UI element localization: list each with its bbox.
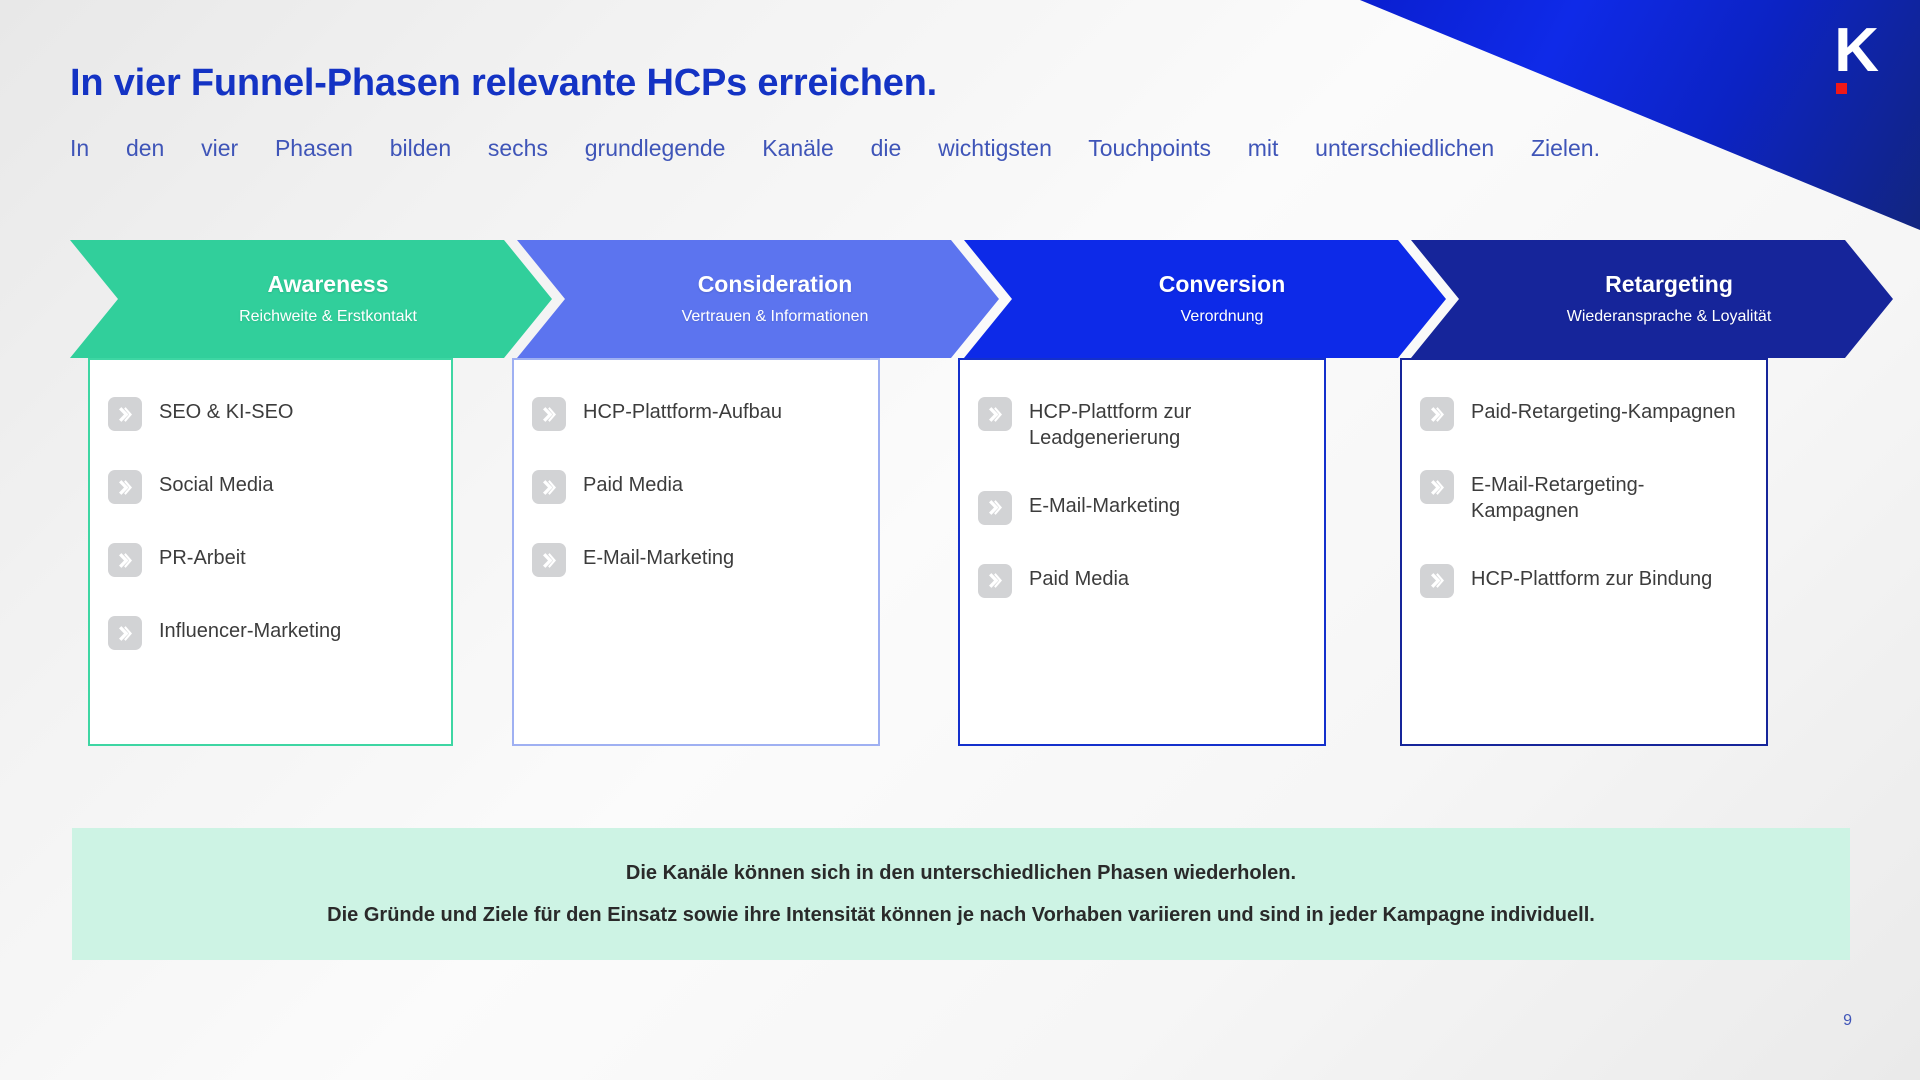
channel-row[interactable]: SEO & KI-SEO bbox=[108, 396, 433, 431]
funnel-phase-retargeting[interactable]: Retargeting Wiederansprache & Loyalität bbox=[1411, 240, 1893, 358]
funnel-phase-awareness-shape bbox=[70, 240, 552, 358]
channel-row[interactable]: HCP-Plattform zur Leadgenerierung bbox=[978, 396, 1306, 452]
note-line-1: Die Kanäle können sich in den unterschie… bbox=[625, 862, 1297, 884]
channel-label: SEO & KI-SEO bbox=[159, 401, 294, 423]
channel-label: Paid Media bbox=[1029, 567, 1130, 590]
funnel-phase-consideration-shape bbox=[517, 240, 999, 358]
channel-row[interactable]: PR-Arbeit bbox=[108, 542, 433, 577]
channel-label: PR-Arbeit bbox=[159, 547, 246, 569]
brand-logo-dot bbox=[1836, 82, 1848, 94]
chevron-right-icon bbox=[978, 397, 1012, 431]
brand-logo-letter: K bbox=[1834, 16, 1879, 85]
chevron-right-icon bbox=[978, 490, 1012, 525]
chevron-right-icon bbox=[1420, 563, 1454, 598]
chevron-right-icon bbox=[532, 397, 566, 431]
funnel-phase-awareness[interactable]: Awareness Reichweite & Erstkontakt bbox=[70, 240, 552, 358]
chevron-right-icon bbox=[532, 543, 566, 577]
funnel-phase-conversion[interactable]: Conversion Verordnung bbox=[964, 240, 1446, 358]
channel-row[interactable]: Paid-Retargeting-Kampagnen bbox=[1420, 396, 1748, 431]
chevron-right-icon bbox=[978, 563, 1012, 598]
funnel-phase-consideration-subtitle: Vertrauen & Informationen bbox=[681, 308, 869, 326]
chevron-right-icon bbox=[108, 616, 142, 650]
funnel-phase-conversion-shape bbox=[964, 240, 1446, 358]
channel-label: HCP-Plattform-Aufbau bbox=[583, 401, 782, 423]
channel-row[interactable]: E-Mail-Marketing bbox=[978, 490, 1306, 525]
channel-row[interactable]: E-Mail-Marketing bbox=[532, 542, 860, 577]
funnel-phase-consideration-title: Consideration bbox=[697, 271, 853, 298]
channel-label: E-Mail-Marketing bbox=[583, 547, 735, 569]
channel-row[interactable]: Paid Media bbox=[978, 563, 1306, 598]
channel-row[interactable]: HCP-Plattform-Aufbau bbox=[532, 396, 860, 431]
channel-row[interactable]: E-Mail-Retargeting-Kampagnen bbox=[1420, 469, 1748, 525]
funnel-phase-retargeting-subtitle: Wiederansprache & Loyalität bbox=[1566, 308, 1772, 326]
chevron-right-icon bbox=[1420, 470, 1454, 504]
note-line-2: Die Gründe und Ziele für den Einsatz sow… bbox=[327, 904, 1595, 926]
page-number: 9 bbox=[1843, 1012, 1852, 1029]
chevron-right-icon bbox=[108, 543, 142, 577]
channel-label: HCP-Plattform zur Bindung bbox=[1471, 567, 1713, 590]
funnel-phase-bar: Awareness Reichweite & Erstkontakt Consi… bbox=[70, 240, 1893, 358]
brand-logo: K bbox=[1834, 16, 1879, 94]
channel-label: Influencer-Marketing bbox=[159, 620, 342, 642]
chevron-right-icon bbox=[532, 470, 566, 504]
funnel-phase-retargeting-shape bbox=[1411, 240, 1893, 358]
funnel-phase-awareness-subtitle: Reichweite & Erstkontakt bbox=[239, 308, 417, 326]
funnel-phase-retargeting-title: Retargeting bbox=[1605, 271, 1733, 298]
page-title: In vier Funnel-Phasen relevante HCPs err… bbox=[70, 62, 938, 104]
note-banner: Die Kanäle können sich in den unterschie… bbox=[72, 828, 1850, 960]
funnel-phase-conversion-subtitle: Verordnung bbox=[1180, 308, 1264, 326]
channel-label: E-Mail-Retargeting-Kampagnen bbox=[1471, 474, 1645, 523]
channel-row[interactable]: Social Media bbox=[108, 469, 433, 504]
channel-label: Paid-Retargeting-Kampagnen bbox=[1471, 401, 1736, 423]
brand-corner: K bbox=[1360, 0, 1920, 230]
channel-label: Paid Media bbox=[583, 474, 684, 496]
channel-label: Social Media bbox=[159, 474, 274, 496]
funnel-phase-awareness-title: Awareness bbox=[267, 271, 389, 298]
channel-label: E-Mail-Marketing bbox=[1029, 494, 1181, 517]
funnel-phase-conversion-title: Conversion bbox=[1158, 271, 1286, 298]
brand-corner-triangle bbox=[1360, 0, 1920, 230]
channel-label: HCP-Plattform zur Leadgenerierung bbox=[1029, 401, 1192, 450]
channel-row[interactable]: Influencer-Marketing bbox=[108, 615, 433, 650]
chevron-right-icon bbox=[1420, 397, 1454, 431]
chevron-right-icon bbox=[108, 397, 142, 431]
funnel-phase-consideration[interactable]: Consideration Vertrauen & Informationen bbox=[517, 240, 999, 358]
page-subtitle: In den vier Phasen bilden sechs grundleg… bbox=[70, 135, 1600, 161]
channel-row[interactable]: Paid Media bbox=[532, 469, 860, 504]
channel-row[interactable]: HCP-Plattform zur Bindung bbox=[1420, 563, 1748, 598]
chevron-right-icon bbox=[108, 470, 142, 504]
